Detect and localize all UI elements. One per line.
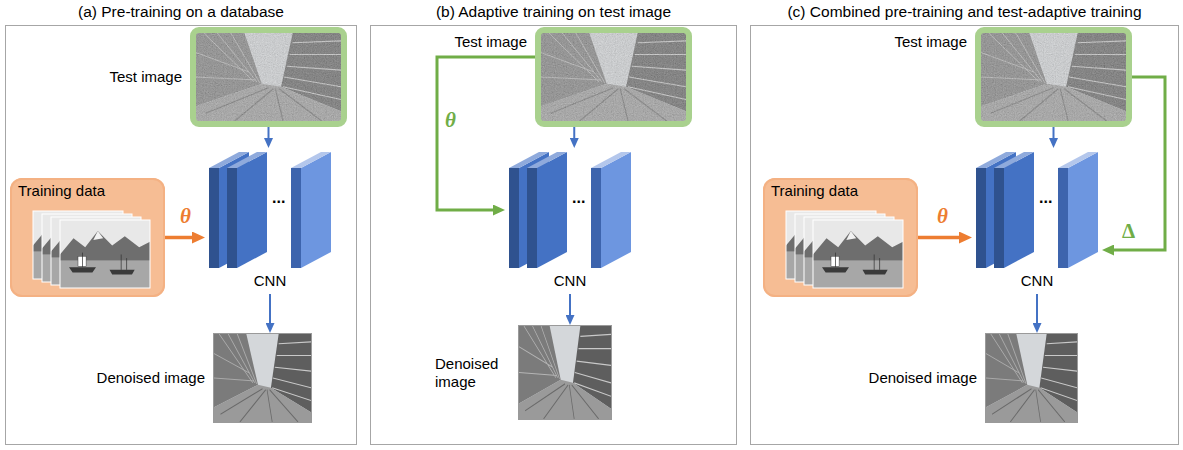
test-photo	[981, 33, 1126, 121]
denoised-photo	[986, 334, 1077, 422]
box-label: Denoised image	[97, 369, 205, 387]
denoised-photo	[214, 334, 311, 422]
training-ground	[10, 178, 165, 297]
flow-arrow	[569, 294, 571, 315]
cnn-slabs	[976, 152, 1098, 268]
test-image-box: Test image	[190, 27, 347, 127]
cnn-slabs	[509, 152, 631, 268]
box-label: Test image	[454, 33, 527, 51]
training-data-box: Training data	[10, 178, 165, 297]
test-photo	[196, 33, 341, 121]
image-edge	[813, 220, 903, 288]
box-label: Training data	[771, 182, 858, 200]
edge-label: θ	[937, 206, 948, 227]
edge-label: θ	[180, 206, 191, 227]
block-label: CNN	[505, 272, 635, 290]
noise	[541, 33, 686, 121]
flow-arrow	[269, 294, 271, 323]
parameter-arrow	[437, 57, 535, 210]
block-label: CNN	[205, 272, 335, 290]
flow-arrow	[573, 127, 575, 138]
panel-title: (a) Pre-training on a database	[6, 3, 356, 22]
noise	[196, 33, 341, 121]
denoised-image-box: Denoised image	[518, 325, 612, 420]
box-label: Test image	[894, 33, 967, 51]
training-data-box: Training data	[763, 178, 918, 297]
box-label: Test image	[109, 68, 182, 86]
box-label: Denoised image	[435, 355, 510, 391]
panel-title: (c) Combined pre-training and test-adapt…	[751, 3, 1178, 22]
cnn-slabs	[209, 152, 331, 268]
parameter-arrow	[165, 236, 192, 240]
cnn-block: CNN	[205, 148, 335, 294]
test-photo	[541, 33, 686, 121]
panel-title: (b) Adaptive training on test image	[371, 3, 736, 22]
denoised-image-box: Denoised image	[213, 333, 312, 423]
ellipsis: ...	[1039, 190, 1052, 206]
parameter-arrow	[918, 236, 959, 240]
box-label: Denoised image	[869, 369, 977, 387]
ellipsis: ...	[272, 190, 285, 206]
panel-frame: (a) Pre-training on a databaseTest image…	[5, 25, 357, 445]
flow-arrow	[268, 127, 270, 138]
training-image	[813, 220, 903, 288]
flow-arrow	[1036, 294, 1038, 323]
training-image	[60, 220, 150, 288]
parameter-arrow	[1114, 77, 1165, 250]
cnn-block: CNN	[972, 148, 1102, 294]
test-image-box: Test image	[535, 27, 692, 127]
test-image-box: Test image	[975, 27, 1132, 127]
block-label: CNN	[972, 272, 1102, 290]
panel-frame: (b) Adaptive training on test imageTest …	[370, 25, 737, 445]
cnn-block: CNN	[505, 148, 635, 294]
panel-frame: (c) Combined pre-training and test-adapt…	[750, 25, 1179, 445]
image-edge	[60, 220, 150, 288]
edge-label: θ	[445, 110, 456, 131]
edge-label: Δ	[1122, 221, 1135, 242]
flow-arrow	[1053, 127, 1055, 138]
noise	[981, 33, 1126, 121]
ellipsis: ...	[572, 190, 585, 206]
box-label: Training data	[18, 182, 105, 200]
denoised-image-box: Denoised image	[985, 333, 1078, 423]
training-ground	[763, 178, 918, 297]
denoised-photo	[519, 326, 611, 419]
